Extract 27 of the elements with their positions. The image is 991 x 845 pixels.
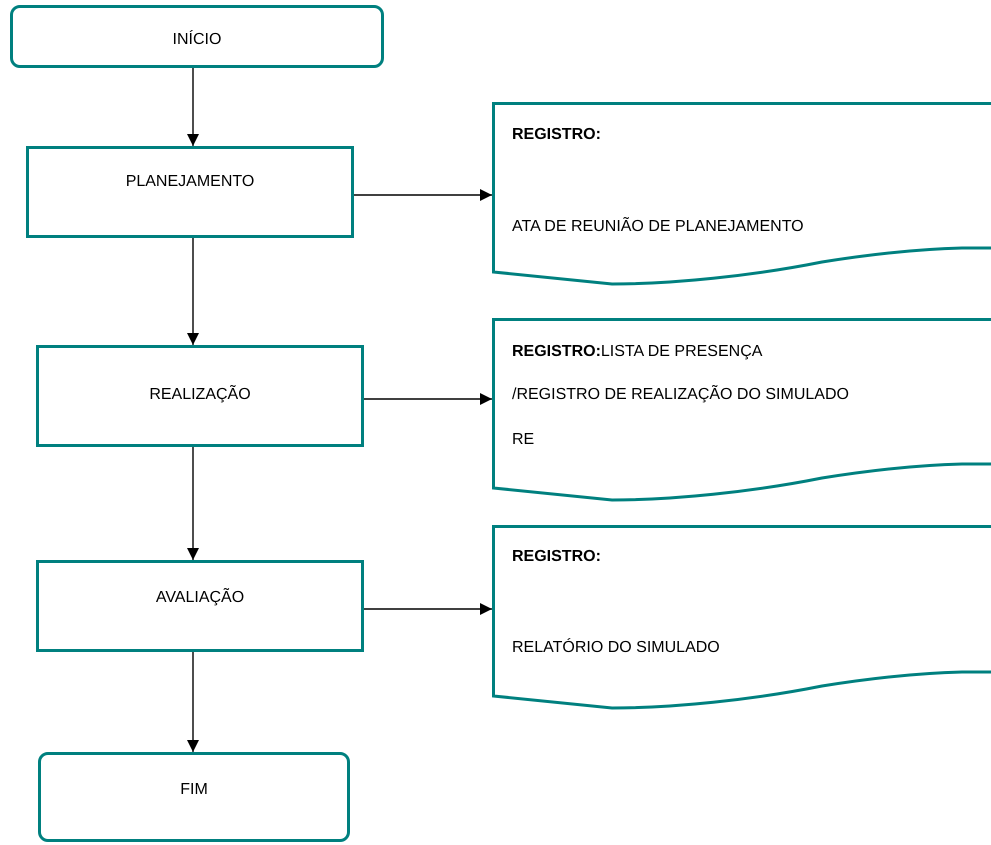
record-heading: REGISTRO: bbox=[512, 126, 601, 144]
step-label: PLANEJAMENTO bbox=[124, 173, 256, 191]
document-shape bbox=[492, 525, 991, 710]
step-label: REALIZAÇÃO bbox=[148, 386, 252, 404]
record-heading: REGISTRO:LISTA DE PRESENÇA bbox=[512, 343, 762, 361]
step-label: FIM bbox=[179, 781, 209, 799]
step-label: AVALIAÇÃO bbox=[154, 589, 246, 607]
record-text: /REGISTRO DE REALIZAÇÃO DO SIMULADO bbox=[512, 386, 849, 404]
arrow bbox=[364, 393, 492, 405]
process-box bbox=[36, 345, 364, 447]
terminal-box bbox=[38, 752, 350, 842]
arrow bbox=[364, 603, 492, 615]
terminal-box bbox=[10, 5, 384, 68]
arrow bbox=[187, 238, 199, 345]
arrow bbox=[187, 68, 199, 146]
record-text: ATA DE REUNIÃO DE PLANEJAMENTO bbox=[512, 218, 804, 236]
process-box bbox=[36, 560, 364, 652]
arrow bbox=[354, 189, 492, 201]
step-label: INÍCIO bbox=[172, 31, 222, 49]
record-text: RELATÓRIO DO SIMULADO bbox=[512, 639, 720, 657]
process-box bbox=[26, 146, 354, 238]
arrow bbox=[187, 447, 199, 560]
arrow bbox=[187, 652, 199, 752]
record-heading: REGISTRO: bbox=[512, 548, 601, 566]
record-text: RE bbox=[512, 431, 534, 449]
document-shape bbox=[492, 102, 991, 286]
document-shape bbox=[492, 318, 991, 502]
